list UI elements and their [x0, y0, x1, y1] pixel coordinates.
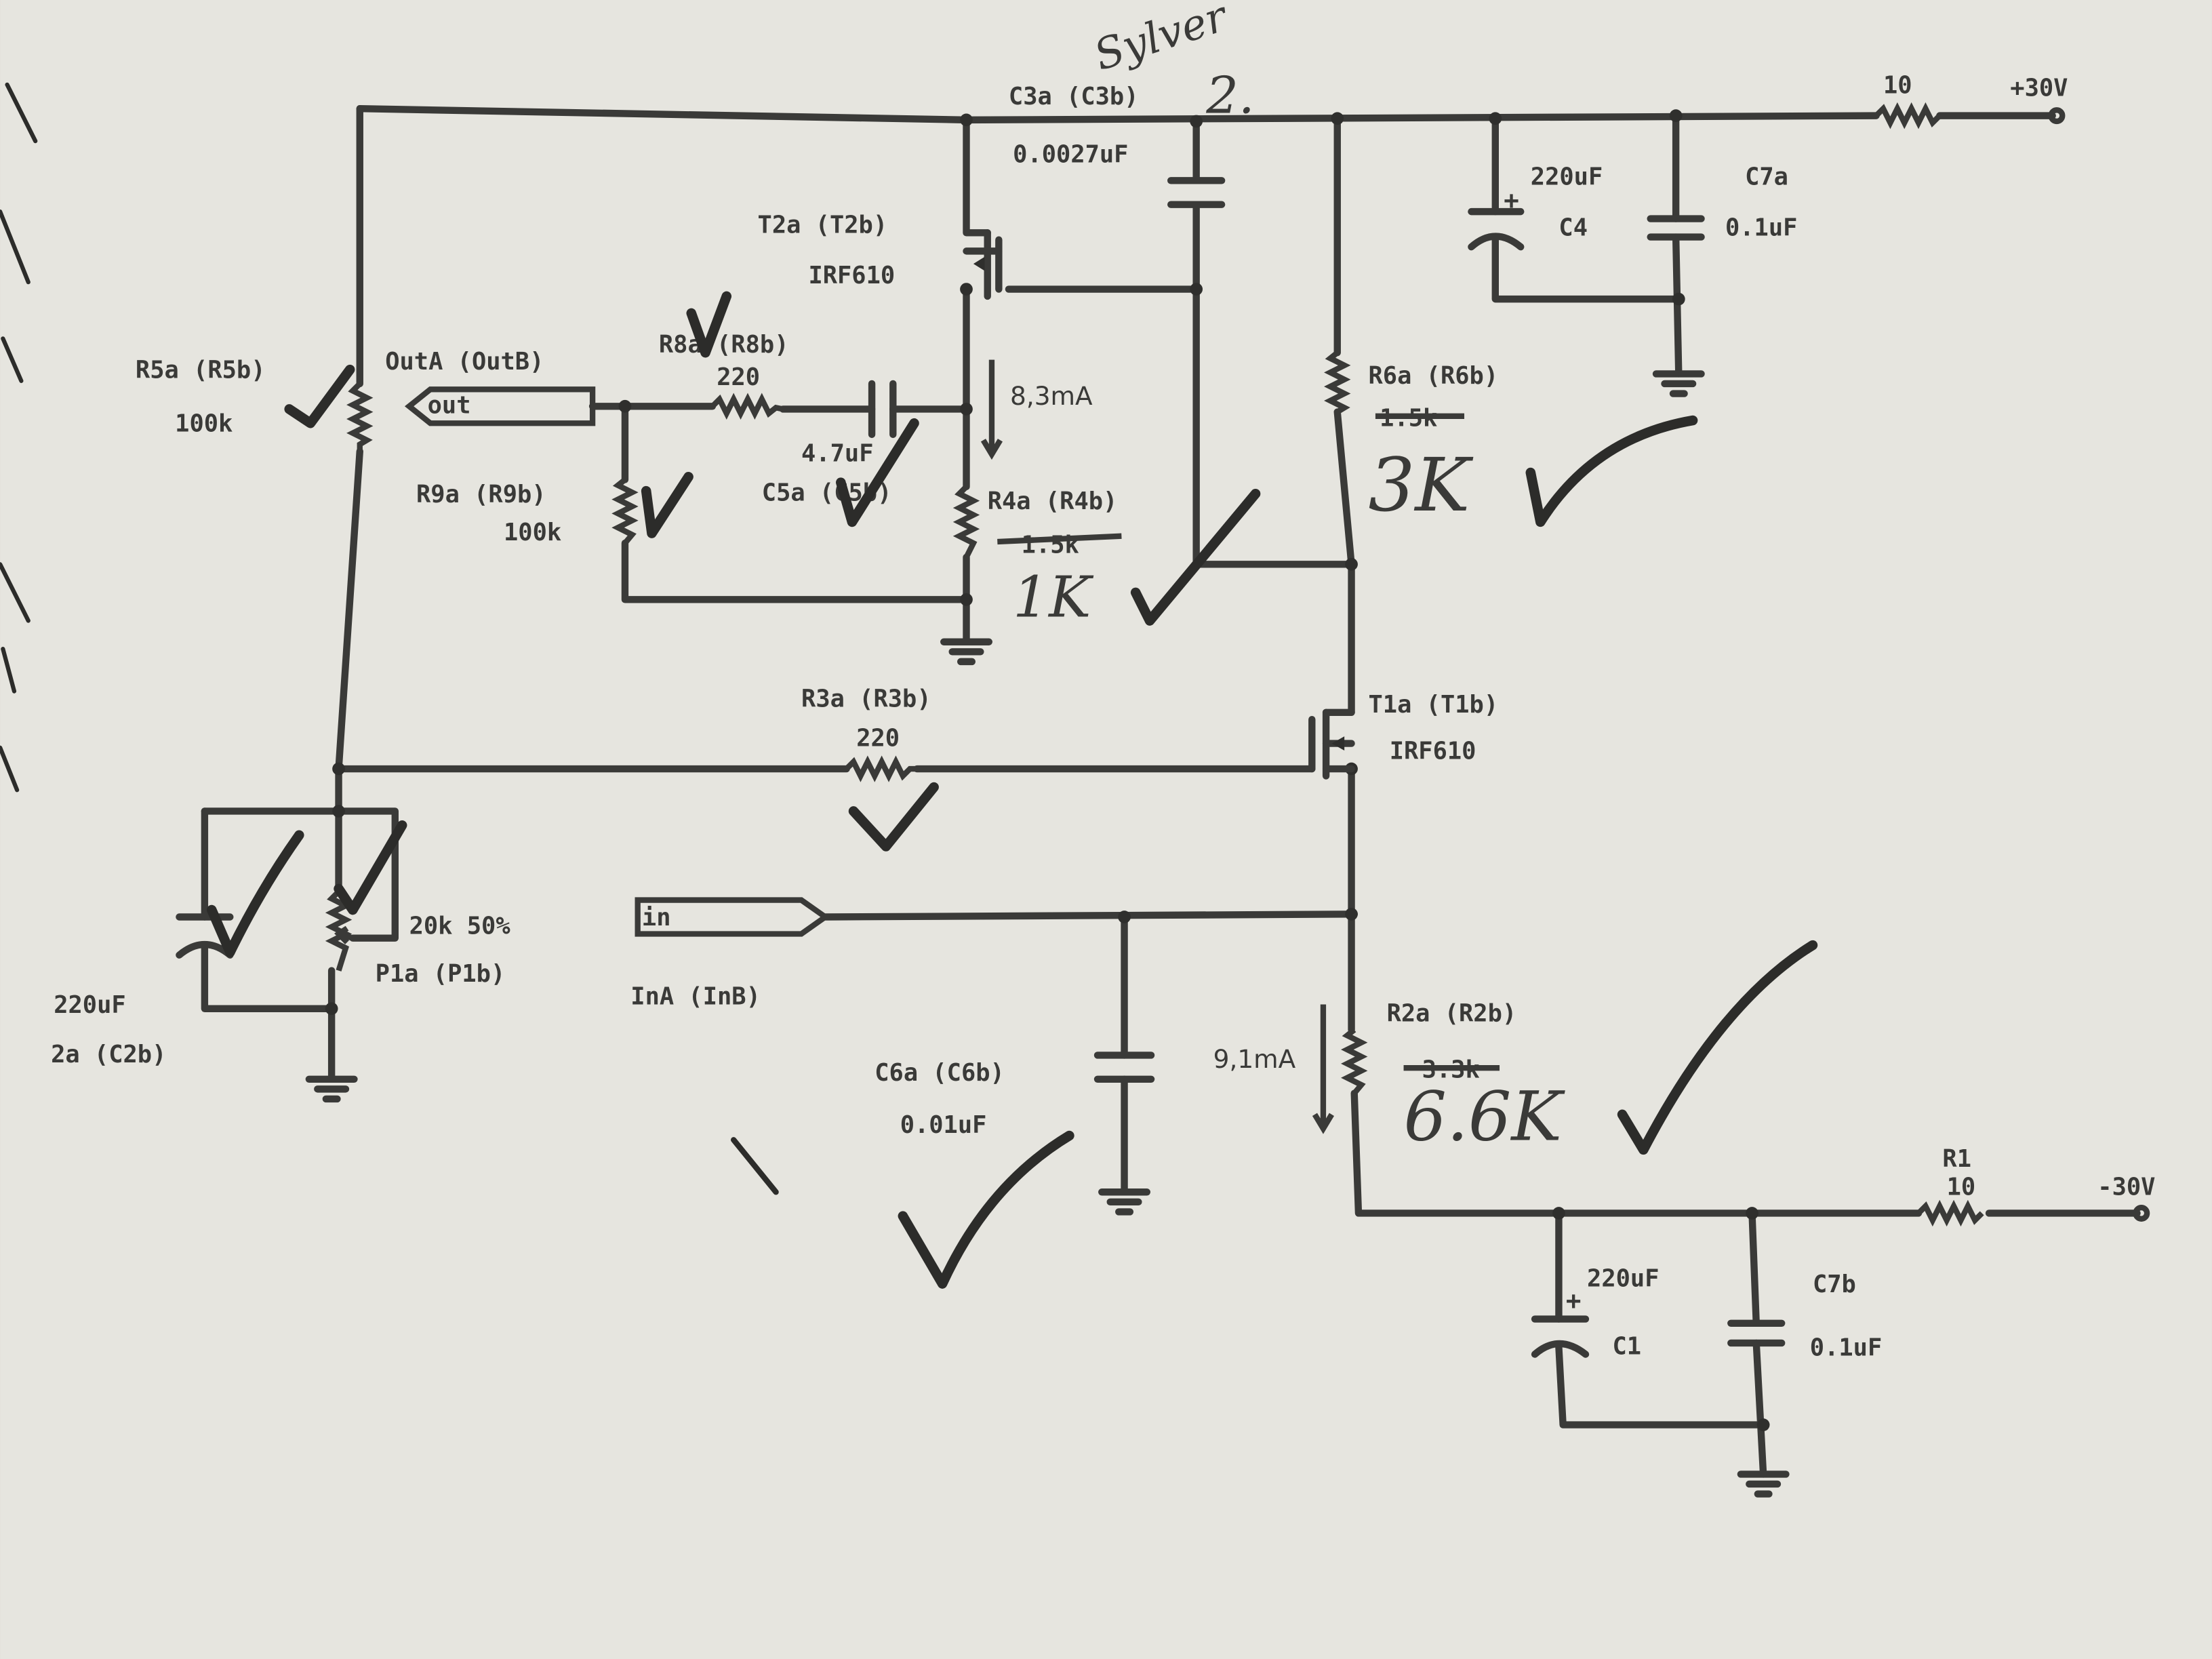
in-port-shape — [635, 897, 830, 937]
resistor-r2 — [1341, 1027, 1368, 1096]
component-labels: C3a (C3b) 0.0027uF T2a (T2b) IRF610 R8a … — [51, 71, 2155, 1361]
check-mark-c6 — [898, 1130, 1074, 1289]
check-mark-r8 — [686, 291, 732, 358]
c6-label: C6a (C6b) — [874, 1059, 1005, 1087]
r5-label: R5a (R5b) — [136, 357, 266, 384]
ground-symbols — [305, 370, 1790, 1498]
c3-value: 0.0027uF — [1013, 140, 1128, 168]
c7a-value: 0.1uF — [1725, 214, 1797, 241]
capacitor-c4: + — [1468, 185, 1525, 251]
current-arrows — [980, 359, 1334, 1134]
supply-neg-terminal — [2133, 1204, 2150, 1222]
resistor-top — [1874, 102, 1942, 129]
check-mark-r4 — [1130, 488, 1261, 626]
r4-old-value: 1.5k — [1022, 532, 1079, 559]
r9-label: R9a (R9b) — [416, 481, 546, 508]
capacitor-c7a — [1647, 215, 1705, 241]
handwritten-r2-new-value: 6.6K — [1404, 1077, 1566, 1156]
check-mark-r3 — [848, 782, 939, 852]
r9-value: 100k — [504, 519, 561, 546]
c3-label: C3a (C3b) — [1009, 83, 1139, 111]
t2-part: IRF610 — [808, 262, 895, 289]
handwritten-r6-new-value: 3K — [1369, 443, 1474, 528]
c6-value: 0.01uF — [900, 1111, 987, 1139]
out-label: OutA (OutB) — [385, 348, 544, 376]
junction-dots — [325, 109, 1770, 1431]
c4-label: C4 — [1559, 214, 1588, 241]
resistor-r3 — [844, 755, 917, 782]
capacitor-c7b — [1727, 1319, 1786, 1347]
top-resistor-value: 10 — [1883, 71, 1912, 99]
c1-value: 220uF — [1587, 1265, 1659, 1293]
svg-text:+: + — [1504, 185, 1519, 215]
r4-label: R4a (R4b) — [988, 487, 1118, 515]
p1-label: P1a (P1b) — [376, 960, 506, 988]
current-bottom-label: 9,1mA — [1213, 1044, 1296, 1074]
check-mark-r2 — [1617, 940, 1818, 1155]
margin-pen-marks — [0, 82, 38, 793]
c4-value: 220uF — [1531, 163, 1603, 191]
resistor-r4 — [952, 484, 980, 559]
r6-label: R6a (R6b) — [1369, 362, 1499, 390]
mosfet-t2 — [963, 229, 1003, 300]
c7b-value: 0.1uF — [1810, 1334, 1882, 1362]
handwritten-number-top: 2. — [1205, 65, 1254, 125]
supply-neg-label: -30V — [2097, 1173, 2155, 1201]
resistor-r5 — [346, 382, 374, 452]
check-mark-c2 — [207, 830, 304, 957]
potentiometer-p1 — [325, 890, 354, 972]
check-mark-p1 — [334, 820, 407, 915]
c7b-label: C7b — [1813, 1271, 1856, 1298]
resistor-r1 — [1916, 1199, 1984, 1227]
r3-value: 220 — [856, 725, 900, 753]
circuit-wires — [201, 105, 2141, 1478]
pen-stroke-mark — [731, 1137, 779, 1195]
resistor-r8 — [710, 393, 784, 420]
c2-value: 220uF — [54, 991, 125, 1019]
in-label: InA (InB) — [630, 983, 761, 1011]
c7a-label: C7a — [1745, 163, 1788, 191]
current-top-label: 8,3mA — [1010, 381, 1093, 411]
c1-label: C1 — [1613, 1333, 1642, 1361]
handwritten-annotations: Sylver 2. 3K 1K 6.6K — [0, 0, 1818, 1289]
out-port-text: out — [428, 392, 471, 420]
r8-value: 220 — [717, 363, 760, 391]
mosfet-t1 — [1308, 708, 1355, 780]
c5-value: 4.7uF — [801, 439, 873, 467]
supply-pos-terminal — [2048, 107, 2066, 125]
supply-pos-label: +30V — [2010, 74, 2068, 102]
r8-label: R8a (R8b) — [659, 331, 789, 359]
resistor-r6 — [1324, 350, 1351, 415]
r1-value: 10 — [1947, 1173, 1976, 1201]
capacitor-c6 — [1093, 1052, 1155, 1083]
t2-label: T2a (T2b) — [758, 211, 888, 239]
check-mark-c5 — [836, 418, 919, 527]
capacitor-c1: + — [1531, 1285, 1590, 1358]
r1-label: R1 — [1942, 1145, 1971, 1173]
check-mark-r9 — [641, 472, 693, 538]
check-mark-r6 — [1525, 415, 1698, 527]
handwritten-r4-new-value: 1K — [1013, 564, 1094, 630]
c2-label: 2a (C2b) — [51, 1041, 166, 1068]
t1-part: IRF610 — [1390, 737, 1476, 765]
capacitor-c3 — [1167, 177, 1226, 208]
in-port-text: in — [642, 904, 671, 932]
capacitor-c5 — [868, 380, 897, 439]
r5-value: 100k — [175, 410, 233, 438]
t1-label: T1a (T1b) — [1369, 691, 1499, 719]
p1-value: 20k 50% — [409, 912, 511, 940]
r3-label: R3a (R3b) — [801, 685, 931, 713]
check-mark-r5 — [284, 364, 355, 428]
out-port-shape — [404, 386, 596, 426]
svg-text:+: + — [1566, 1285, 1582, 1315]
r2-label: R2a (R2b) — [1387, 999, 1517, 1027]
resistor-r9 — [611, 477, 639, 545]
